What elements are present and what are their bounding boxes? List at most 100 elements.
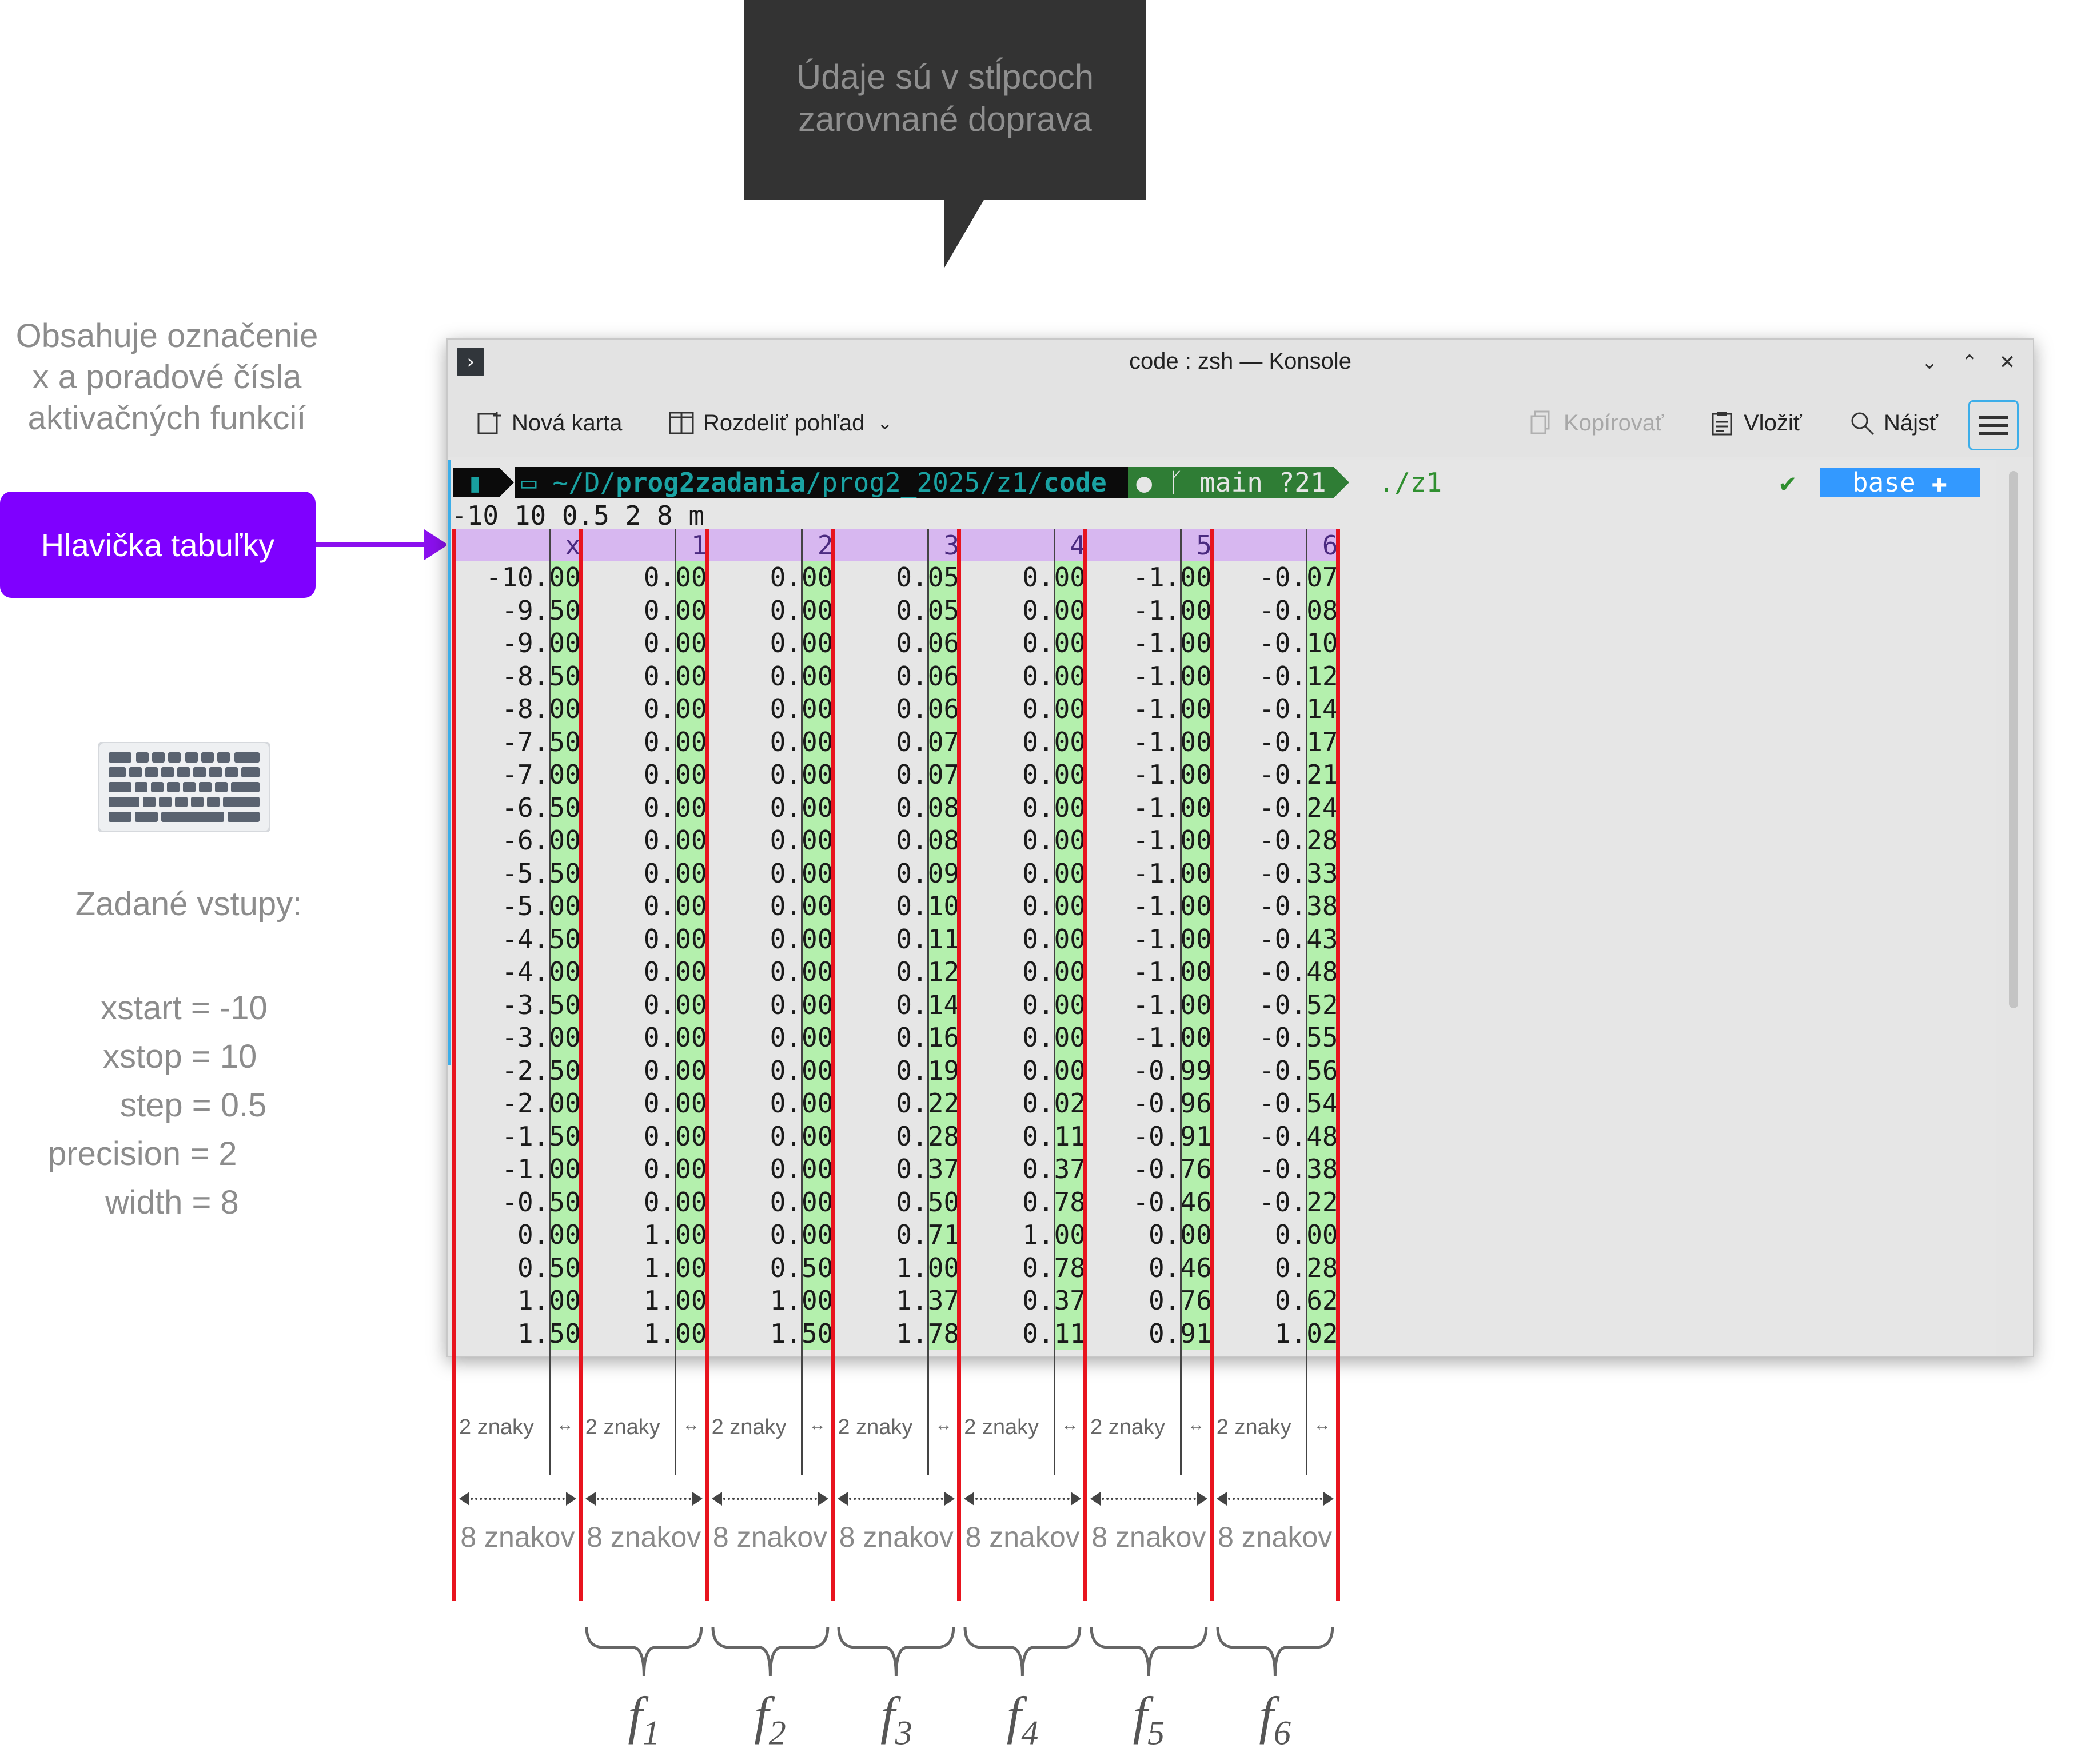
table-cell: 0.11 <box>896 923 960 955</box>
table-cell: 1.37 <box>896 1285 960 1316</box>
table-cell: 0.76 <box>1149 1285 1212 1316</box>
table-cell: 0.00 <box>1022 891 1086 921</box>
folder-icon: ▭ <box>521 467 553 498</box>
function-label: f1 <box>628 1686 660 1752</box>
input-precision: precision = 2 <box>48 1135 237 1172</box>
paste-button[interactable]: Vložiť <box>1708 405 1802 441</box>
double-arrow-icon: ↔ <box>935 1415 952 1434</box>
table-cell: 0.06 <box>896 628 960 658</box>
decimals-width-label: 2 znaky <box>459 1415 534 1439</box>
table-cell: 1.78 <box>896 1318 960 1349</box>
table-cell: -0.56 <box>1259 1055 1338 1086</box>
hamburger-menu-icon[interactable] <box>1968 400 2019 450</box>
active-terminal-indicator <box>448 460 451 1065</box>
table-cell: 0.00 <box>643 726 707 757</box>
table-cell: 0.00 <box>643 594 707 626</box>
table-cell: 0.11 <box>1022 1318 1086 1349</box>
find-button[interactable]: Nájsť <box>1848 405 1938 441</box>
table-cell: 0.37 <box>896 1154 960 1184</box>
table-cell: 0.00 <box>1149 1219 1212 1250</box>
dotted-width-arrow <box>966 1498 1079 1500</box>
table-cell: 0.14 <box>896 989 960 1020</box>
table-cell: 0.00 <box>1022 594 1086 626</box>
toolbar: Nová karta Rozdeliť pohľad ⌄ Kopírovať V… <box>448 389 2033 457</box>
table-cell: -0.48 <box>1259 1120 1338 1152</box>
paste-label: Vložiť <box>1744 410 1802 436</box>
input-step: step = 0.5 <box>120 1087 267 1124</box>
callout-line-2: zarovnané doprava <box>798 100 1092 138</box>
double-arrow-icon: ↔ <box>682 1415 700 1434</box>
table-cell: 0.00 <box>643 759 707 790</box>
arrowhead-right-icon <box>1071 1492 1081 1506</box>
table-cell: -1.00 <box>1133 857 1212 889</box>
table-cell: 0.78 <box>1022 1252 1086 1283</box>
table-cell: 0.00 <box>1022 562 1086 593</box>
table-cell: 0.00 <box>643 1088 707 1119</box>
column-width-label: 8 znakov <box>587 1521 701 1553</box>
decimal-highlight <box>1180 561 1212 1350</box>
copy-button[interactable]: Kopírovať <box>1528 405 1664 441</box>
input-xstart: xstart = -10 <box>101 989 268 1027</box>
arrowhead-right-icon <box>1323 1492 1334 1506</box>
arrow-right-icon <box>424 529 448 560</box>
window-title: code : zsh — Konsole <box>1129 349 1352 374</box>
table-cell: 0.28 <box>1274 1252 1338 1283</box>
table-cell: 0.00 <box>643 1055 707 1086</box>
table-cell: -1.00 <box>1133 989 1212 1020</box>
split-view-button[interactable]: Rozdeliť pohľad ⌄ <box>668 405 892 441</box>
decimal-boundary-line <box>1179 529 1182 1475</box>
input-xstop: xstop = 10 <box>103 1038 257 1075</box>
dotted-width-arrow <box>587 1498 700 1500</box>
table-cell: 0.00 <box>1022 857 1086 889</box>
search-icon <box>1851 412 1875 436</box>
double-arrow-icon: ↔ <box>808 1415 826 1434</box>
table-cell: 0.00 <box>770 628 834 658</box>
prompt-git-segment: ● ᚴ main ?21 <box>1128 467 1334 498</box>
table-cell: 0.50 <box>517 1252 581 1283</box>
new-tab-button[interactable]: Nová karta <box>476 405 622 441</box>
column-width-label: 8 znakov <box>460 1521 575 1553</box>
dotted-width-arrow <box>1218 1498 1331 1500</box>
table-cell: -1.00 <box>1133 891 1212 921</box>
maximize-button[interactable]: ⌃ <box>1961 351 1978 374</box>
scrollbar-thumb[interactable] <box>2009 471 2018 1008</box>
table-cell: -9.50 <box>501 594 581 626</box>
table-cell: -2.50 <box>501 1055 581 1086</box>
brace-shape <box>1216 1626 1334 1677</box>
decimals-width-label: 2 znaky <box>585 1415 660 1439</box>
brace-shape <box>711 1626 829 1677</box>
table-cell: 0.00 <box>770 1154 834 1184</box>
table-cell: 0.00 <box>770 1055 834 1086</box>
table-cell: 1.00 <box>770 1285 834 1316</box>
decimal-boundary-line <box>675 529 677 1475</box>
table-cell: -4.50 <box>501 923 581 955</box>
table-header-cell: 6 <box>1322 530 1338 561</box>
arrowhead-left-icon <box>1216 1492 1227 1506</box>
decimal-highlight <box>1054 561 1086 1350</box>
table-cell: 0.08 <box>896 792 960 823</box>
column-separator-line <box>578 529 583 1601</box>
python-icon: ✚ <box>1931 467 1948 498</box>
table-cell: -2.00 <box>501 1088 581 1119</box>
table-cell: -5.50 <box>501 857 581 889</box>
table-header-cell: 2 <box>817 530 834 561</box>
table-cell: 0.00 <box>770 759 834 790</box>
table-cell: 1.02 <box>1274 1318 1338 1349</box>
table-cell: 0.50 <box>770 1252 834 1283</box>
table-cell: 1.00 <box>1022 1219 1086 1250</box>
table-cell: -1.00 <box>1133 1022 1212 1053</box>
table-cell: 0.00 <box>770 1022 834 1053</box>
table-cell: -1.00 <box>1133 825 1212 856</box>
brace-shape <box>1090 1626 1208 1677</box>
table-cell: -0.22 <box>1259 1186 1338 1218</box>
minimize-button[interactable]: ⌄ <box>1921 351 1938 374</box>
table-cell: 0.00 <box>643 660 707 692</box>
table-cell: 0.28 <box>896 1120 960 1152</box>
prompt-line: ▭ ~/D/prog2zadania/prog2_2025/z1/code ● … <box>515 467 1647 498</box>
close-button[interactable]: ✕ <box>1999 351 2016 374</box>
terminal-app-icon[interactable]: › <box>457 348 484 376</box>
input-width: width = 8 <box>105 1184 239 1221</box>
arrowhead-left-icon <box>1090 1492 1101 1506</box>
prompt-path-segment: ▭ ~/D/prog2zadania/prog2_2025/z1/code <box>515 467 1129 498</box>
table-cell: 0.00 <box>643 857 707 889</box>
